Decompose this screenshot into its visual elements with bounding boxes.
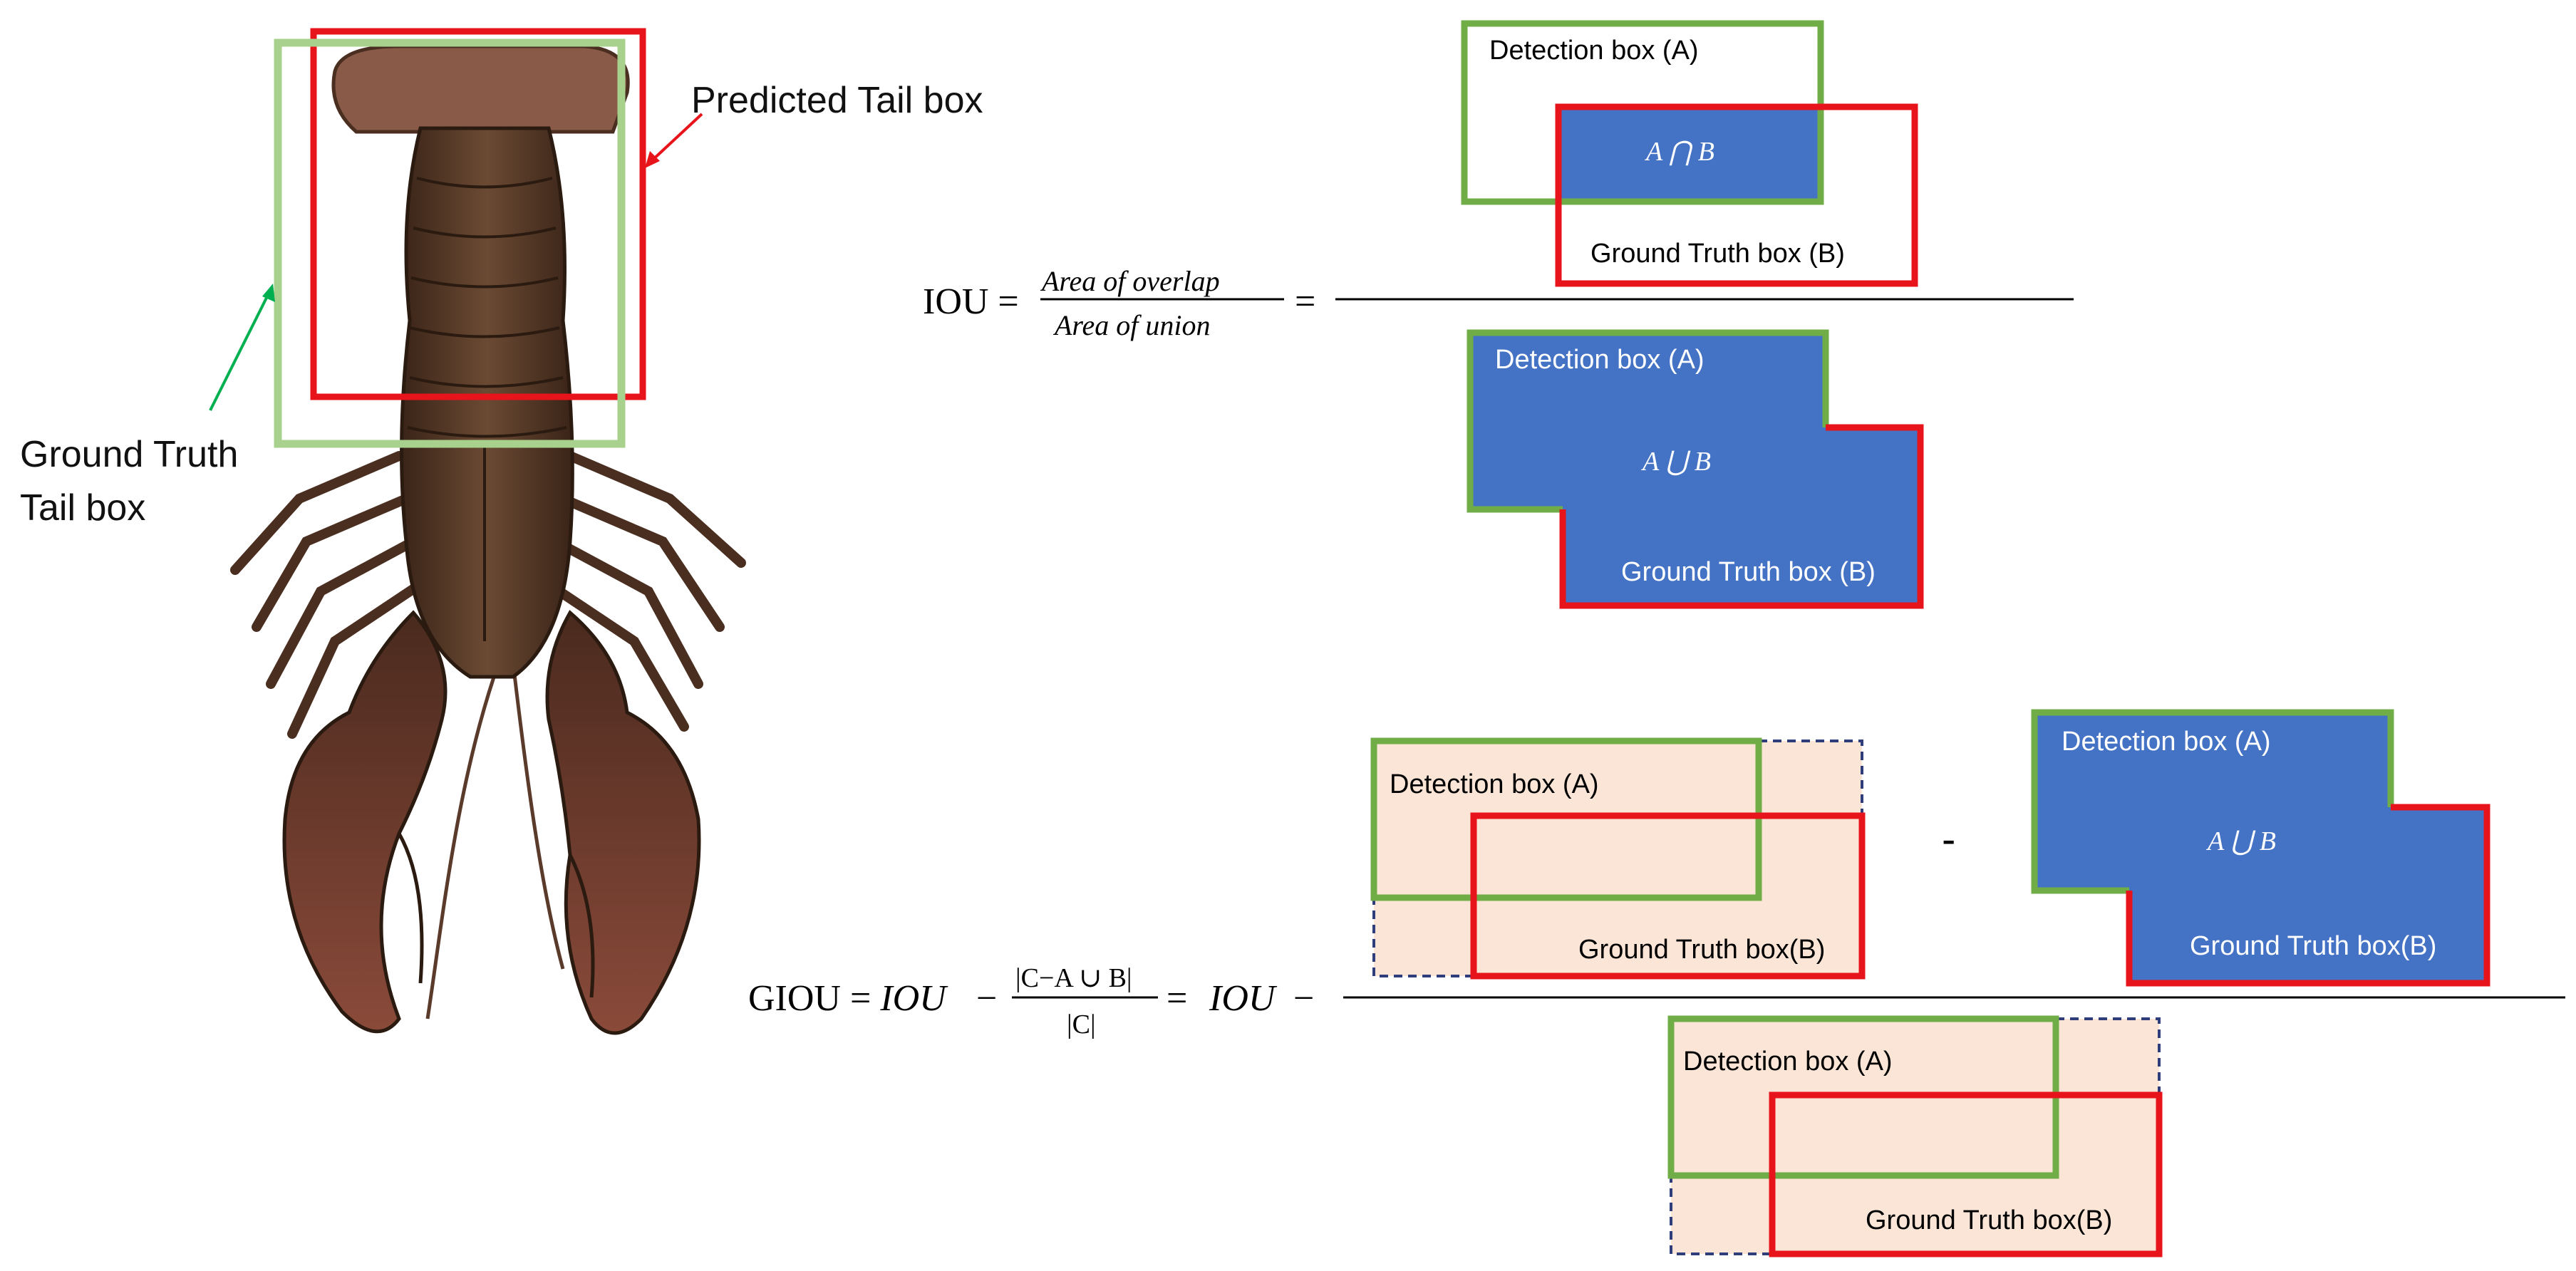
bottom-ground-truth-label: Ground Truth box(B) bbox=[1866, 1205, 2112, 1235]
giou-lhs: GIOU = IOU bbox=[748, 978, 948, 1019]
bottom-ground-truth-box-b bbox=[1769, 1091, 2163, 1257]
union-symbol: A ⋃ B bbox=[1640, 447, 1711, 477]
union-fill bbox=[1470, 333, 1920, 606]
detection-box-label: Detection box (A) bbox=[1489, 36, 1699, 66]
union-ground-truth-label: Ground Truth box (B) bbox=[1621, 557, 1876, 587]
lobster-left-claw bbox=[282, 610, 448, 1034]
giou-union-fill bbox=[2034, 712, 2487, 983]
lobster-tail-fan bbox=[331, 44, 630, 134]
ground-truth-tail-box bbox=[274, 38, 626, 448]
giou-enclosing-bottom: Detection box (A) Ground Truth box(B) bbox=[1667, 1015, 2163, 1257]
ground-truth-arrowhead bbox=[262, 284, 275, 302]
iou-equals: = bbox=[1295, 281, 1315, 322]
iou-formula: IOU = Area of overlap Area of union = bbox=[923, 265, 2074, 341]
giou-denominator: |C| bbox=[1067, 1010, 1096, 1039]
lobster-antennae bbox=[425, 662, 565, 1020]
giou-detection-label: Detection box (A) bbox=[1390, 769, 1599, 799]
iou-lhs: IOU = bbox=[923, 281, 1019, 322]
giou-ground-truth-box-b bbox=[1470, 812, 1866, 980]
predicted-tail-label: Predicted Tail box bbox=[691, 80, 983, 121]
predicted-arrowhead bbox=[645, 151, 660, 168]
giou-detection-box-a bbox=[1370, 737, 1762, 901]
union-detection-outline bbox=[1467, 329, 1829, 513]
giou-formula: GIOU = IOU − |C−A ∪ B| |C| = IOU − bbox=[748, 963, 2565, 1039]
giou-ground-truth-label: Ground Truth box(B) bbox=[1578, 935, 1825, 965]
giou-numerator: |C−A ∪ B| bbox=[1015, 963, 1132, 993]
giou-minus-2: − bbox=[1293, 978, 1314, 1019]
lobster-segments bbox=[407, 177, 567, 641]
iou-union-diagram: Detection box (A) A ⋃ B Ground Truth box… bbox=[1467, 329, 1924, 609]
predicted-arrow bbox=[648, 113, 703, 164]
union-detection-label: Detection box (A) bbox=[1495, 345, 1705, 375]
ground-truth-box-b bbox=[1555, 103, 1918, 287]
giou-union-ground-truth-label: Ground Truth box(B) bbox=[2190, 931, 2436, 961]
bottom-enclosing-box-c bbox=[1670, 1017, 2161, 1255]
lobster-left-claw-gap bbox=[397, 832, 424, 984]
ground-truth-box-label: Ground Truth box (B) bbox=[1590, 239, 1845, 269]
ground-truth-arrow bbox=[209, 291, 271, 411]
giou-union-symbol: A ⋃ B bbox=[2205, 826, 2276, 856]
lobster-illustration bbox=[230, 44, 746, 1035]
giou-union-ground-truth-outline bbox=[2126, 804, 2490, 987]
iou-denominator: Area of union bbox=[1052, 309, 1211, 341]
ground-truth-label-line1: Ground Truth bbox=[20, 434, 238, 475]
detection-box-a bbox=[1461, 20, 1824, 205]
giou-equals: = bbox=[1167, 978, 1187, 1019]
intersection-fill bbox=[1558, 107, 1821, 203]
intersection-symbol: A ⋂ B bbox=[1644, 137, 1714, 167]
giou-union-detection-label: Detection box (A) bbox=[2062, 727, 2271, 757]
lobster-body bbox=[400, 126, 574, 679]
lobster-right-claw bbox=[545, 610, 701, 1035]
lobster-legs bbox=[230, 451, 746, 739]
giou-iou-2: IOU bbox=[1209, 978, 1278, 1019]
giou-minus-sign: - bbox=[1942, 816, 1955, 863]
lobster-right-claw-gap bbox=[568, 854, 595, 998]
ground-truth-label-line2: Tail box bbox=[20, 487, 145, 529]
bottom-detection-label: Detection box (A) bbox=[1683, 1047, 1893, 1077]
iou-intersection-diagram: Detection box (A) A ⋂ B Ground Truth box… bbox=[1461, 20, 1918, 287]
enclosing-box-c bbox=[1372, 740, 1863, 977]
predicted-tail-box bbox=[310, 28, 646, 400]
giou-minus-1: − bbox=[976, 978, 997, 1019]
giou-enclosing-top: Detection box (A) Ground Truth box(B) bbox=[1370, 737, 1866, 980]
union-ground-truth-outline bbox=[1559, 424, 1924, 609]
giou-union-diagram: Detection box (A) A ⋃ B Ground Truth box… bbox=[2031, 709, 2490, 987]
iou-numerator: Area of overlap bbox=[1040, 265, 1220, 297]
giou-union-detection-outline bbox=[2031, 709, 2394, 894]
